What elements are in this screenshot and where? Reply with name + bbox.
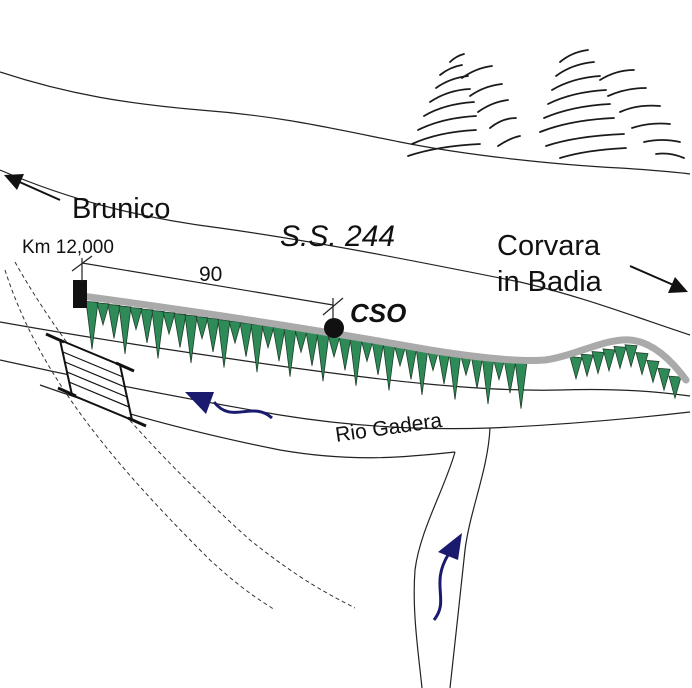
- vegetation-spike: [338, 335, 352, 371]
- vegetation-spike: [316, 332, 330, 382]
- label-corvara-line1: Corvara: [497, 230, 601, 262]
- vegetation-spike: [624, 344, 638, 369]
- vegetation-spike: [668, 375, 682, 400]
- vegetation-spike: [173, 313, 187, 348]
- vegetation-spike: [646, 359, 660, 384]
- vegetation-spike: [140, 308, 154, 344]
- vegetation-spike: [580, 353, 594, 378]
- station-dot-icon: [324, 318, 344, 338]
- vegetation-band: [85, 300, 682, 409]
- cliff-hatching: [407, 49, 685, 159]
- vegetation-spike: [602, 348, 616, 373]
- label-road: S.S. 244: [280, 220, 396, 253]
- vegetation-spike: [294, 329, 308, 354]
- vegetation-spike: [250, 323, 264, 373]
- dashed-track-2: [14, 261, 356, 609]
- vegetation-spike: [657, 367, 671, 392]
- vegetation-spike: [305, 331, 319, 366]
- flow-direction-arrow-icon: [185, 392, 274, 420]
- vegetation-spike: [591, 351, 605, 376]
- bridge-icon: [45, 332, 147, 428]
- road-upper-edge: [0, 169, 691, 336]
- vegetation-spike: [481, 355, 495, 405]
- arrow-southeast-icon: [629, 265, 688, 293]
- vegetation-spike: [327, 334, 341, 359]
- vegetation-spike: [283, 328, 297, 377]
- vegetation-spike: [118, 305, 132, 354]
- vegetation-spike: [96, 302, 110, 327]
- road-lower-edge: [0, 321, 691, 397]
- km-marker-icon: [73, 280, 87, 308]
- vegetation-spike: [448, 351, 462, 400]
- vegetation-spike: [415, 346, 429, 396]
- vegetation-spike: [239, 322, 253, 357]
- distance-dimension: [71, 255, 344, 320]
- vegetation-spike: [635, 352, 649, 377]
- vegetation-spike: [195, 316, 209, 341]
- road-ss244: [78, 292, 690, 384]
- arrow-northwest-icon: [4, 174, 61, 201]
- vegetation-spike: [503, 358, 517, 394]
- label-corvara-line2: in Badia: [497, 266, 602, 298]
- vegetation-spike: [349, 337, 363, 386]
- tributary-east-bank: [449, 427, 491, 688]
- vegetation-spike: [613, 345, 627, 370]
- vegetation-spike: [217, 319, 231, 368]
- vegetation-spike: [514, 360, 528, 409]
- vegetation-spike: [107, 303, 121, 339]
- vegetation-spike: [382, 341, 396, 391]
- vegetation-spike: [228, 320, 242, 345]
- label-station: CSO: [350, 298, 407, 328]
- vegetation-spike: [371, 340, 385, 375]
- label-brunico: Brunico: [72, 193, 171, 225]
- vegetation-spike: [261, 325, 275, 350]
- vegetation-spike: [272, 326, 286, 362]
- vegetation-spike: [129, 307, 143, 331]
- dashed-tracks: [4, 261, 356, 611]
- upper-valley-edge: [0, 71, 691, 175]
- label-distance: 90: [199, 263, 223, 286]
- tributary-west-bank: [413, 451, 456, 688]
- dashed-track-1: [4, 269, 276, 611]
- vegetation-spike: [85, 300, 99, 350]
- vegetation-spike: [569, 356, 583, 381]
- label-km-marker: Km 12,000: [22, 237, 114, 258]
- vegetation-spike: [162, 311, 176, 336]
- vegetation-spike: [184, 314, 198, 364]
- vegetation-spike: [206, 317, 220, 353]
- vegetation-spike: [151, 310, 165, 359]
- flow-direction-arrow-icon: [432, 533, 462, 621]
